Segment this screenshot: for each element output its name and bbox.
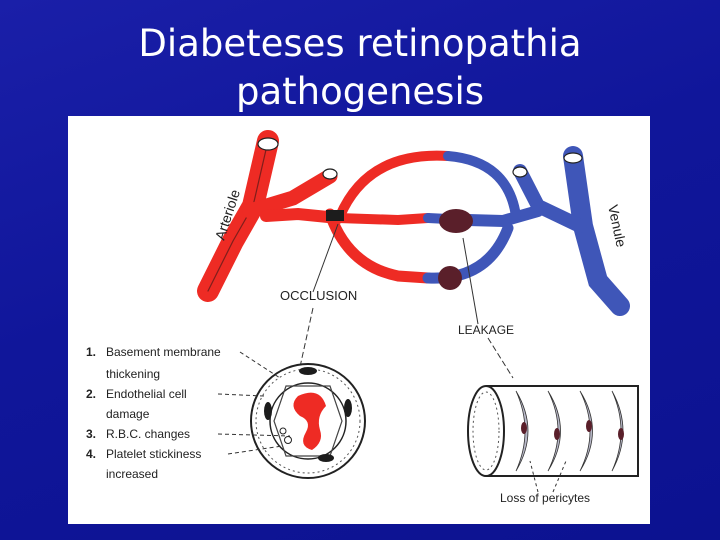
list-item-4-text: Platelet stickiness <box>106 447 201 461</box>
slide-title: Diabeteses retinopathia pathogenesis <box>0 20 720 116</box>
venule-lumen <box>563 152 583 164</box>
leakage-zoom-line <box>487 337 514 379</box>
pericytes-label: Loss of pericytes <box>500 491 590 505</box>
arteriole-branch-lumen <box>322 168 338 180</box>
list-item-4-text-2: increased <box>106 467 158 481</box>
list-item-4-number: 4. <box>86 447 96 461</box>
list-item-1-text-2: thickening <box>106 367 160 381</box>
list-item-1-text: Basement membrane <box>106 345 221 359</box>
leakage-blob-upper <box>439 209 473 233</box>
venule-label: Venule <box>605 203 630 248</box>
list-item-3-number: 3. <box>86 427 96 441</box>
leakage-label: LEAKAGE <box>458 323 514 337</box>
list-item-2-number: 2. <box>86 387 96 401</box>
leakage-blob-lower <box>438 266 462 290</box>
list-item-2-text-2: damage <box>106 407 150 421</box>
venule-vessel <box>422 146 630 316</box>
list-item-3-text: R.B.C. changes <box>106 427 190 441</box>
occlusion-point <box>326 210 344 221</box>
list-item-1-number: 1. <box>86 345 96 359</box>
diagram-svg: Arteriole Venule OCCLUSION LEAKAGE 1. Ba <box>86 130 639 505</box>
occlusion-pointer <box>312 223 339 293</box>
pericyte-cells <box>515 390 624 472</box>
arteriole-vessel <box>197 130 453 302</box>
pericytes-pointers <box>529 460 567 493</box>
leakage-pointer <box>462 237 479 325</box>
title-line-1: Diabeteses retinopathia <box>138 22 582 65</box>
red-blood-cell <box>293 392 326 450</box>
title-line-2: pathogenesis <box>235 70 485 113</box>
list-item-2-text: Endothelial cell <box>106 387 187 401</box>
capillary-cross-section <box>250 363 366 479</box>
pathogenesis-list: 1. Basement membrane thickening 2. Endot… <box>86 345 291 481</box>
capillary-cylinder <box>467 385 639 477</box>
occlusion-label: OCCLUSION <box>280 288 357 303</box>
arteriole-lumen <box>257 137 279 151</box>
venule-branch-lumen <box>512 166 528 178</box>
list-leader-lines <box>217 351 291 455</box>
retinopathy-diagram: Arteriole Venule OCCLUSION LEAKAGE 1. Ba <box>68 116 650 524</box>
